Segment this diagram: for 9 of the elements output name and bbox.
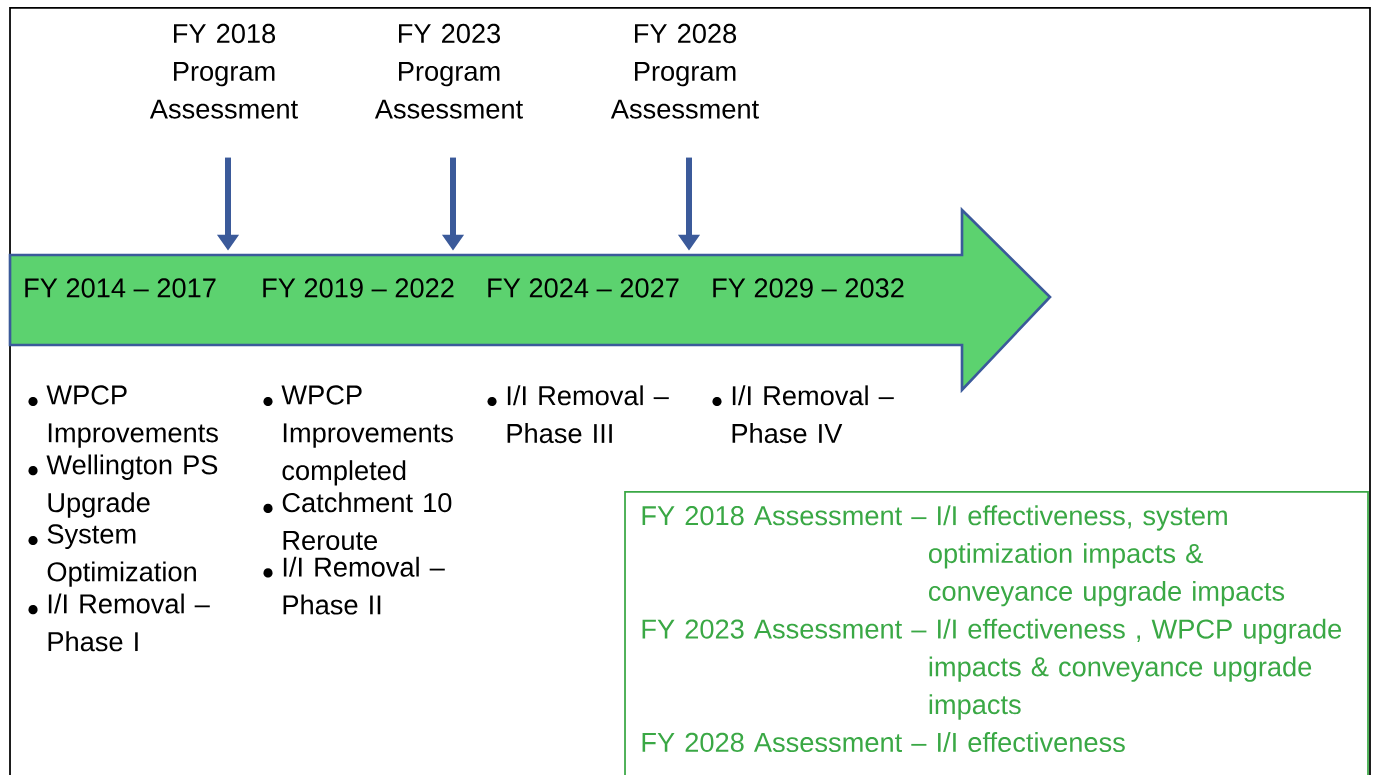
- assessment-box: FY 2018 Assessment – I/I effectiveness, system optimization impacts & conveyance upgrade impacts FY 2023 Assessment – I/I effectiveness , WPCP upgrade impacts & conveyance upgrade impacts FY 2028 Assessment – I/I effectiveness: [624, 491, 1369, 775]
- bullet-item: I/I Removal – Phase II: [263, 556, 445, 615]
- milestone-label: FY 2028 Program Assessment: [610, 23, 759, 119]
- bullet-item: Wellington PS Upgrade: [28, 454, 218, 518]
- bullet-item: System Optimization: [28, 524, 196, 587]
- bullet-item: I/I Removal – Phase I: [28, 593, 210, 652]
- milestone-label: FY 2023 Program Assessment: [374, 23, 523, 119]
- milestone-label: FY 2018 Program Assessment: [149, 23, 298, 119]
- bullet-item: Catchment 10 Reroute: [263, 492, 452, 551]
